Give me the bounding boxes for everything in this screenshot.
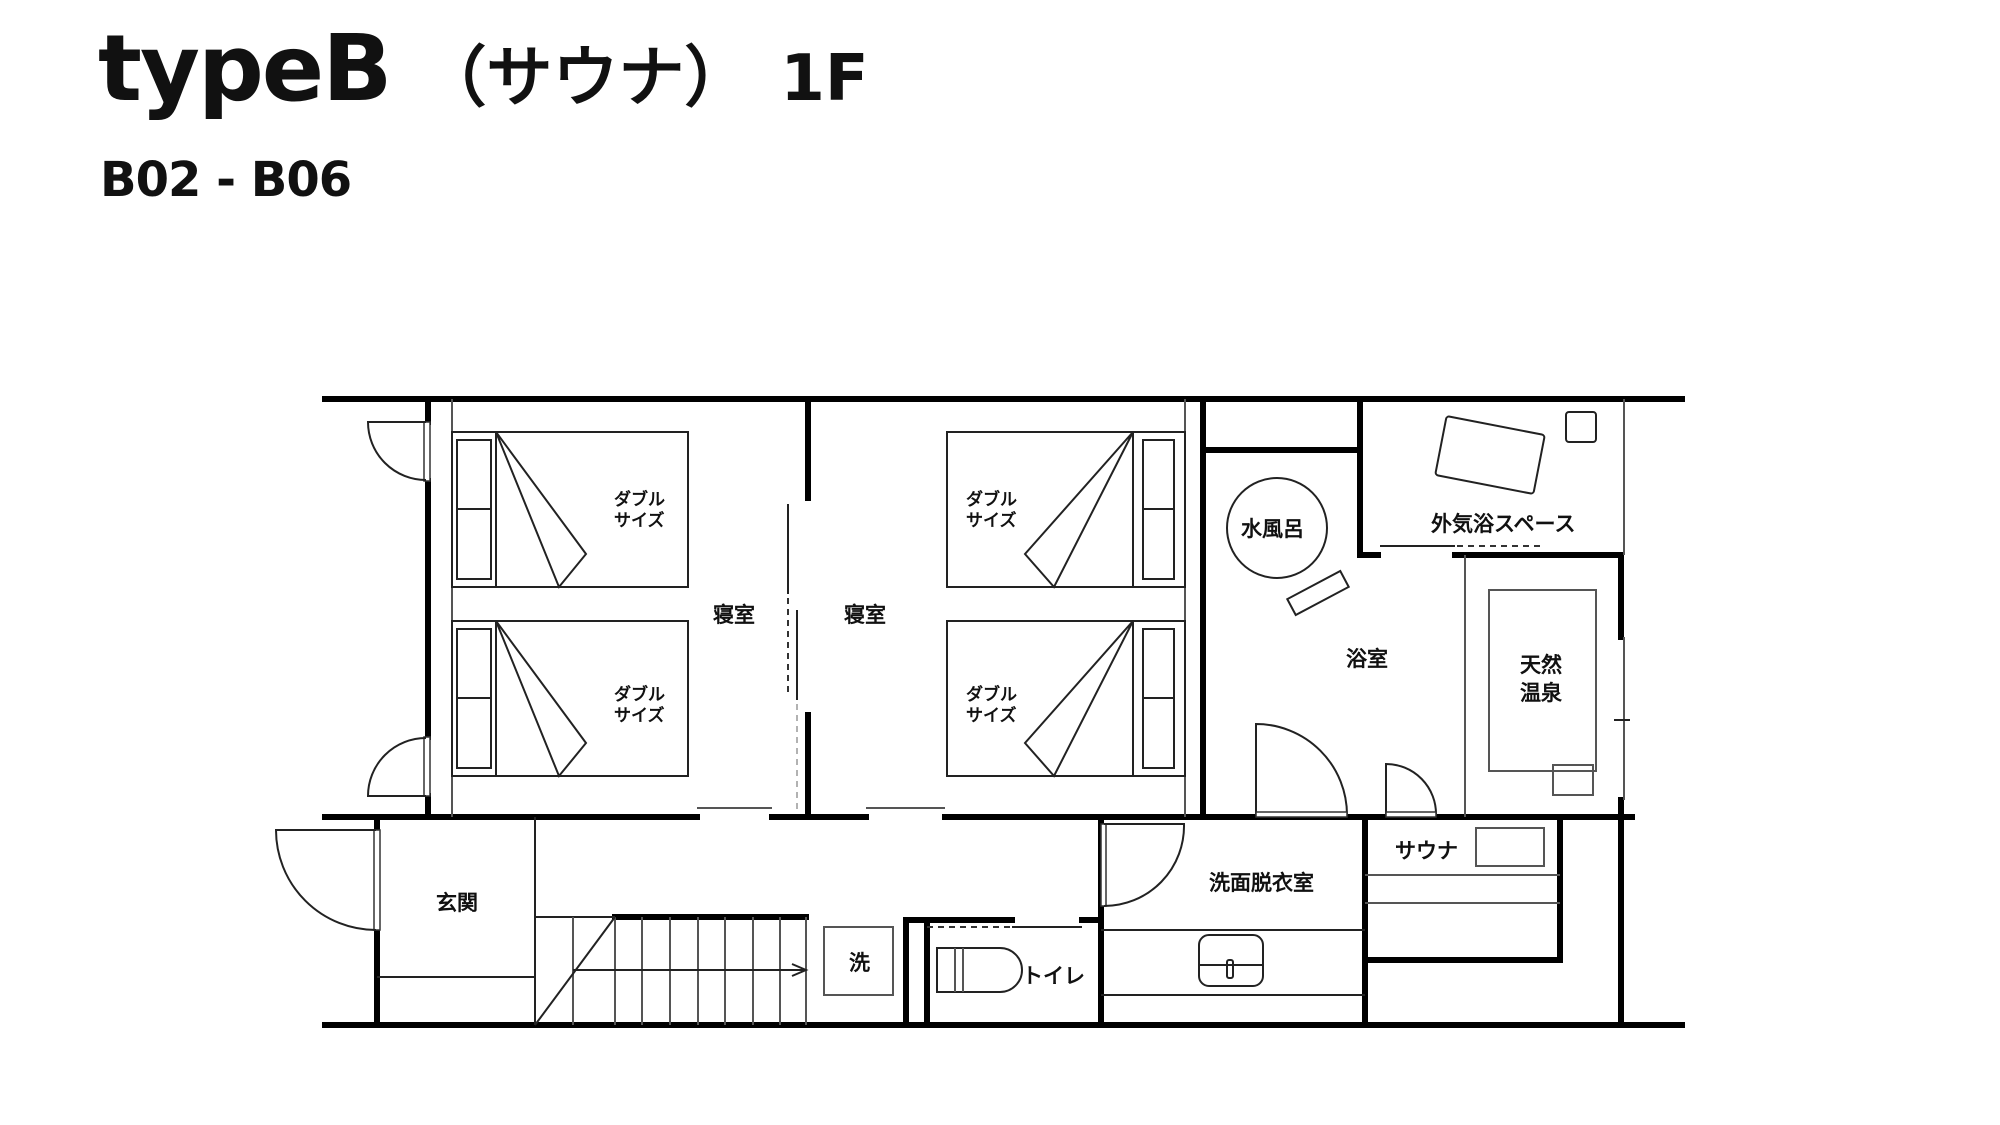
- sink: [1198, 934, 1264, 987]
- page-title: typeB （サウナ） 1F: [98, 18, 869, 119]
- label-entrance: 玄関: [436, 891, 478, 915]
- bed-label-1a: ダブル: [614, 489, 665, 510]
- bed-label-3a: ダブル: [966, 489, 1017, 510]
- bed-label-4b: サイズ: [966, 705, 1017, 726]
- label-toilet: トイレ: [1022, 964, 1085, 988]
- title-type: typeB: [98, 15, 392, 122]
- bed-label-4a: ダブル: [966, 684, 1017, 705]
- label-cold-bath: 水風呂: [1241, 517, 1304, 541]
- sauna-heater: [1475, 827, 1545, 867]
- bed-label-1b: サイズ: [614, 510, 665, 531]
- bed-label-2a: ダブル: [614, 684, 665, 705]
- bed-left-bottom: [451, 620, 689, 778]
- cold-bath-step: [1285, 569, 1351, 617]
- label-bathroom: 浴室: [1346, 647, 1388, 671]
- bed-right-top: [946, 431, 1186, 589]
- stairs: [534, 916, 809, 1026]
- doors: [274, 421, 1545, 931]
- title-subtype: （サウナ）: [420, 39, 751, 116]
- label-washer: 洗: [849, 951, 870, 975]
- label-sauna: サウナ: [1395, 839, 1458, 863]
- label-bedroom-right: 寝室: [844, 603, 886, 627]
- label-bedroom-left: 寝室: [713, 603, 755, 627]
- cold-bath-tub: [1226, 477, 1328, 579]
- bed-right-bottom: [946, 620, 1186, 778]
- toilet-fixture: [936, 947, 1023, 993]
- room-labels: ダブル サイズ ダブル サイズ ダブル サイズ ダブル サイズ 寝室 寝室 玄関…: [436, 489, 1575, 988]
- onsen-tub: [1488, 589, 1597, 772]
- label-washroom: 洗面脱衣室: [1209, 871, 1314, 895]
- onsen-step: [1552, 764, 1594, 796]
- bed-left-top: [451, 431, 689, 589]
- title-floor: 1F: [780, 42, 869, 116]
- walls: [322, 396, 1685, 1028]
- lounge-chair: [1434, 415, 1546, 495]
- unit-range: B02 - B06: [100, 152, 352, 208]
- washer-box: [823, 926, 894, 996]
- bed-label-3b: サイズ: [966, 510, 1017, 531]
- side-table: [1565, 411, 1597, 443]
- label-outdoor-space: 外気浴スペース: [1431, 512, 1575, 536]
- label-onsen-1: 天然: [1520, 653, 1562, 677]
- label-onsen-2: 温泉: [1520, 681, 1563, 705]
- bed-label-2b: サイズ: [614, 705, 665, 726]
